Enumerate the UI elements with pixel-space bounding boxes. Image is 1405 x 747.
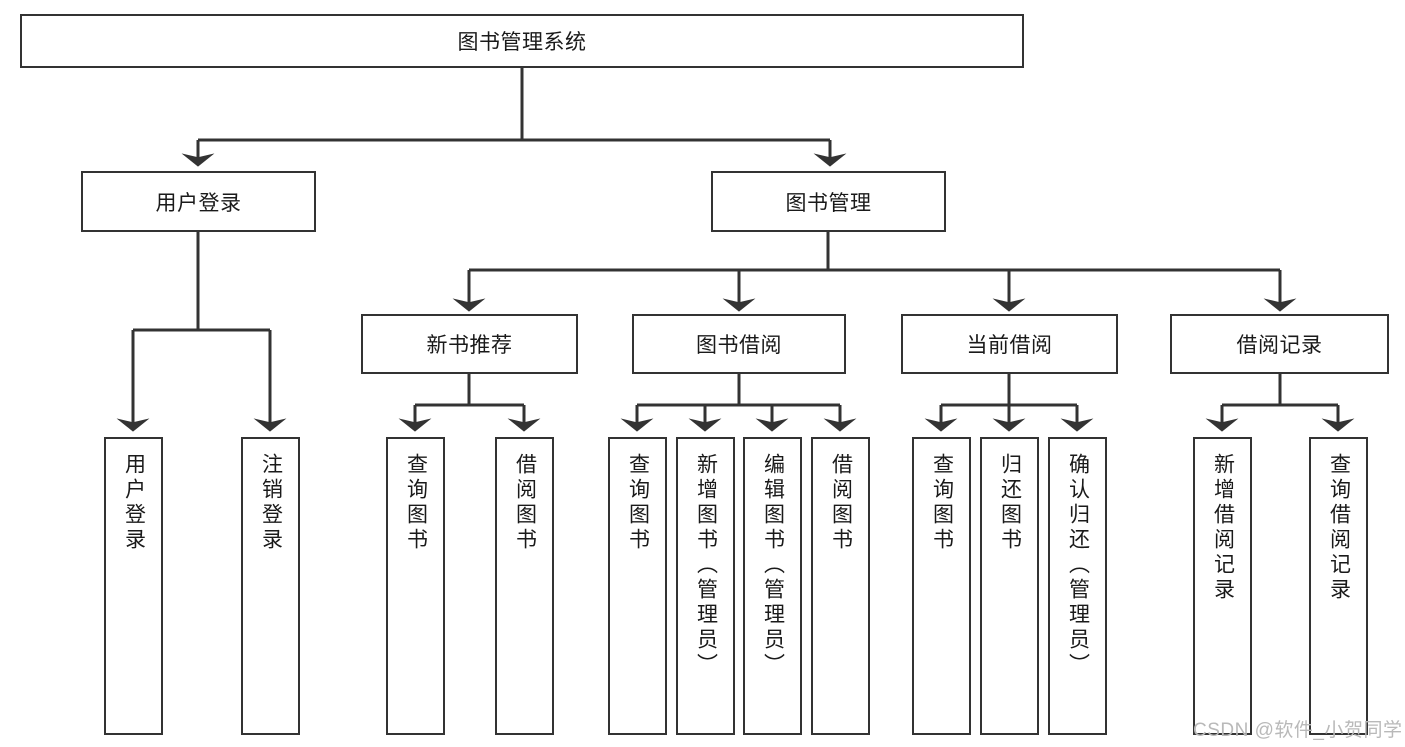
leaf-book-borrow-add-book-admin[interactable]: 新增图书（管理员）	[676, 437, 735, 735]
leaf-current-borrow-confirm-return-admin[interactable]: 确认归还（管理员）	[1048, 437, 1107, 735]
node-label: 借阅图书	[513, 453, 537, 553]
node-new-book-recommend[interactable]: 新书推荐	[361, 314, 578, 374]
node-label: 注销登录	[259, 453, 283, 553]
node-book-borrow[interactable]: 图书借阅	[632, 314, 846, 374]
leaf-current-borrow-query-book[interactable]: 查询图书	[912, 437, 971, 735]
node-label: 编辑图书（管理员）	[761, 453, 785, 678]
leaf-new-book-borrow-book[interactable]: 借阅图书	[495, 437, 554, 735]
node-label: 新增图书（管理员）	[694, 453, 718, 678]
leaf-book-borrow-edit-book-admin[interactable]: 编辑图书（管理员）	[743, 437, 802, 735]
node-label: 当前借阅	[966, 334, 1053, 357]
node-label: 归还图书	[998, 453, 1022, 553]
leaf-borrow-record-add-record[interactable]: 新增借阅记录	[1193, 437, 1252, 735]
node-label: 新书推荐	[426, 334, 513, 357]
node-borrow-record[interactable]: 借阅记录	[1170, 314, 1389, 374]
node-book-management[interactable]: 图书管理	[711, 171, 946, 232]
node-label: 查询图书	[930, 453, 954, 553]
leaf-new-book-query-book[interactable]: 查询图书	[386, 437, 445, 735]
leaf-borrow-record-query-record[interactable]: 查询借阅记录	[1309, 437, 1368, 735]
node-label: 借阅记录	[1236, 334, 1323, 357]
node-root-book-management-system[interactable]: 图书管理系统	[20, 14, 1024, 68]
node-user-login[interactable]: 用户登录	[81, 171, 316, 232]
node-label: 查询图书	[626, 453, 650, 553]
node-label: 确认归还（管理员）	[1066, 453, 1090, 678]
leaf-current-borrow-return-book[interactable]: 归还图书	[980, 437, 1039, 735]
node-label: 图书借阅	[696, 334, 782, 357]
leaf-book-borrow-query-book[interactable]: 查询图书	[608, 437, 667, 735]
node-label: 图书管理	[785, 191, 872, 215]
node-label: 查询图书	[404, 453, 428, 553]
node-current-borrow[interactable]: 当前借阅	[901, 314, 1118, 374]
leaf-user-login-login[interactable]: 用户登录	[104, 437, 163, 735]
node-label: 用户登录	[155, 191, 242, 215]
node-label: 新增借阅记录	[1211, 453, 1235, 603]
leaf-book-borrow-borrow-book[interactable]: 借阅图书	[811, 437, 870, 735]
node-label: 借阅图书	[829, 453, 853, 553]
leaf-user-login-logout[interactable]: 注销登录	[241, 437, 300, 735]
node-label: 查询借阅记录	[1327, 453, 1351, 603]
node-label: 用户登录	[122, 453, 146, 553]
csdn-watermark: CSDN @软件_小贺同学	[1193, 720, 1403, 741]
node-label: 图书管理系统	[457, 31, 587, 54]
